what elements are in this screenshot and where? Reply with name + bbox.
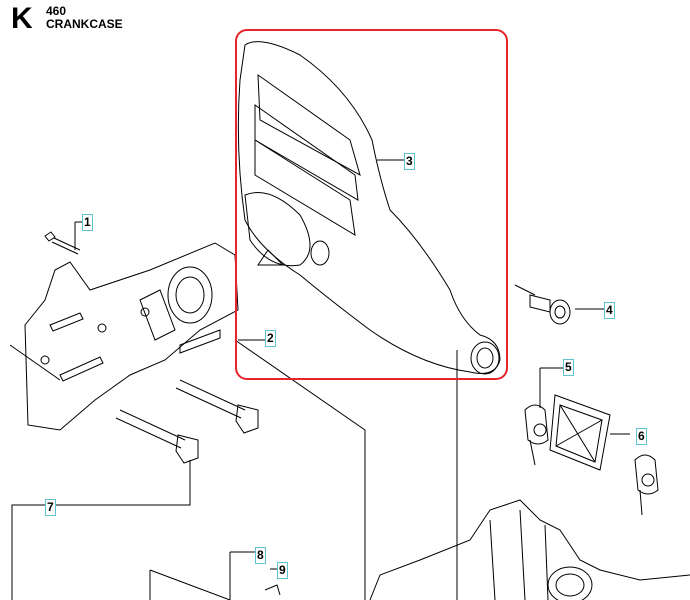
part-clutch-cover-3[interactable] xyxy=(234,41,501,600)
part-chain-guide-plate-2[interactable] xyxy=(9,242,265,431)
callout-4[interactable]: 4 xyxy=(604,302,615,319)
callout-1[interactable]: 1 xyxy=(82,214,93,231)
callout-8[interactable]: 8 xyxy=(255,547,266,564)
callout-6[interactable]: 6 xyxy=(636,428,647,445)
part-crankcase[interactable] xyxy=(369,499,690,600)
part-screw-1[interactable] xyxy=(44,221,85,255)
callout-2[interactable]: 2 xyxy=(265,330,276,347)
part-rubber-mount-5[interactable] xyxy=(524,367,659,516)
section-title: CRANKCASE xyxy=(46,17,123,31)
part-bolts[interactable] xyxy=(11,379,259,600)
highlighted-part-frame xyxy=(235,29,508,380)
callout-3[interactable]: 3 xyxy=(404,153,415,170)
callout-5[interactable]: 5 xyxy=(563,359,574,376)
part-filter-6[interactable] xyxy=(549,394,630,471)
callout-9[interactable]: 9 xyxy=(277,562,288,579)
callout-7[interactable]: 7 xyxy=(45,499,56,516)
part-screw-4[interactable] xyxy=(514,284,605,325)
model-number: 460 xyxy=(46,4,67,18)
section-letter: K xyxy=(11,2,33,35)
part-lower-parts[interactable] xyxy=(149,551,281,600)
